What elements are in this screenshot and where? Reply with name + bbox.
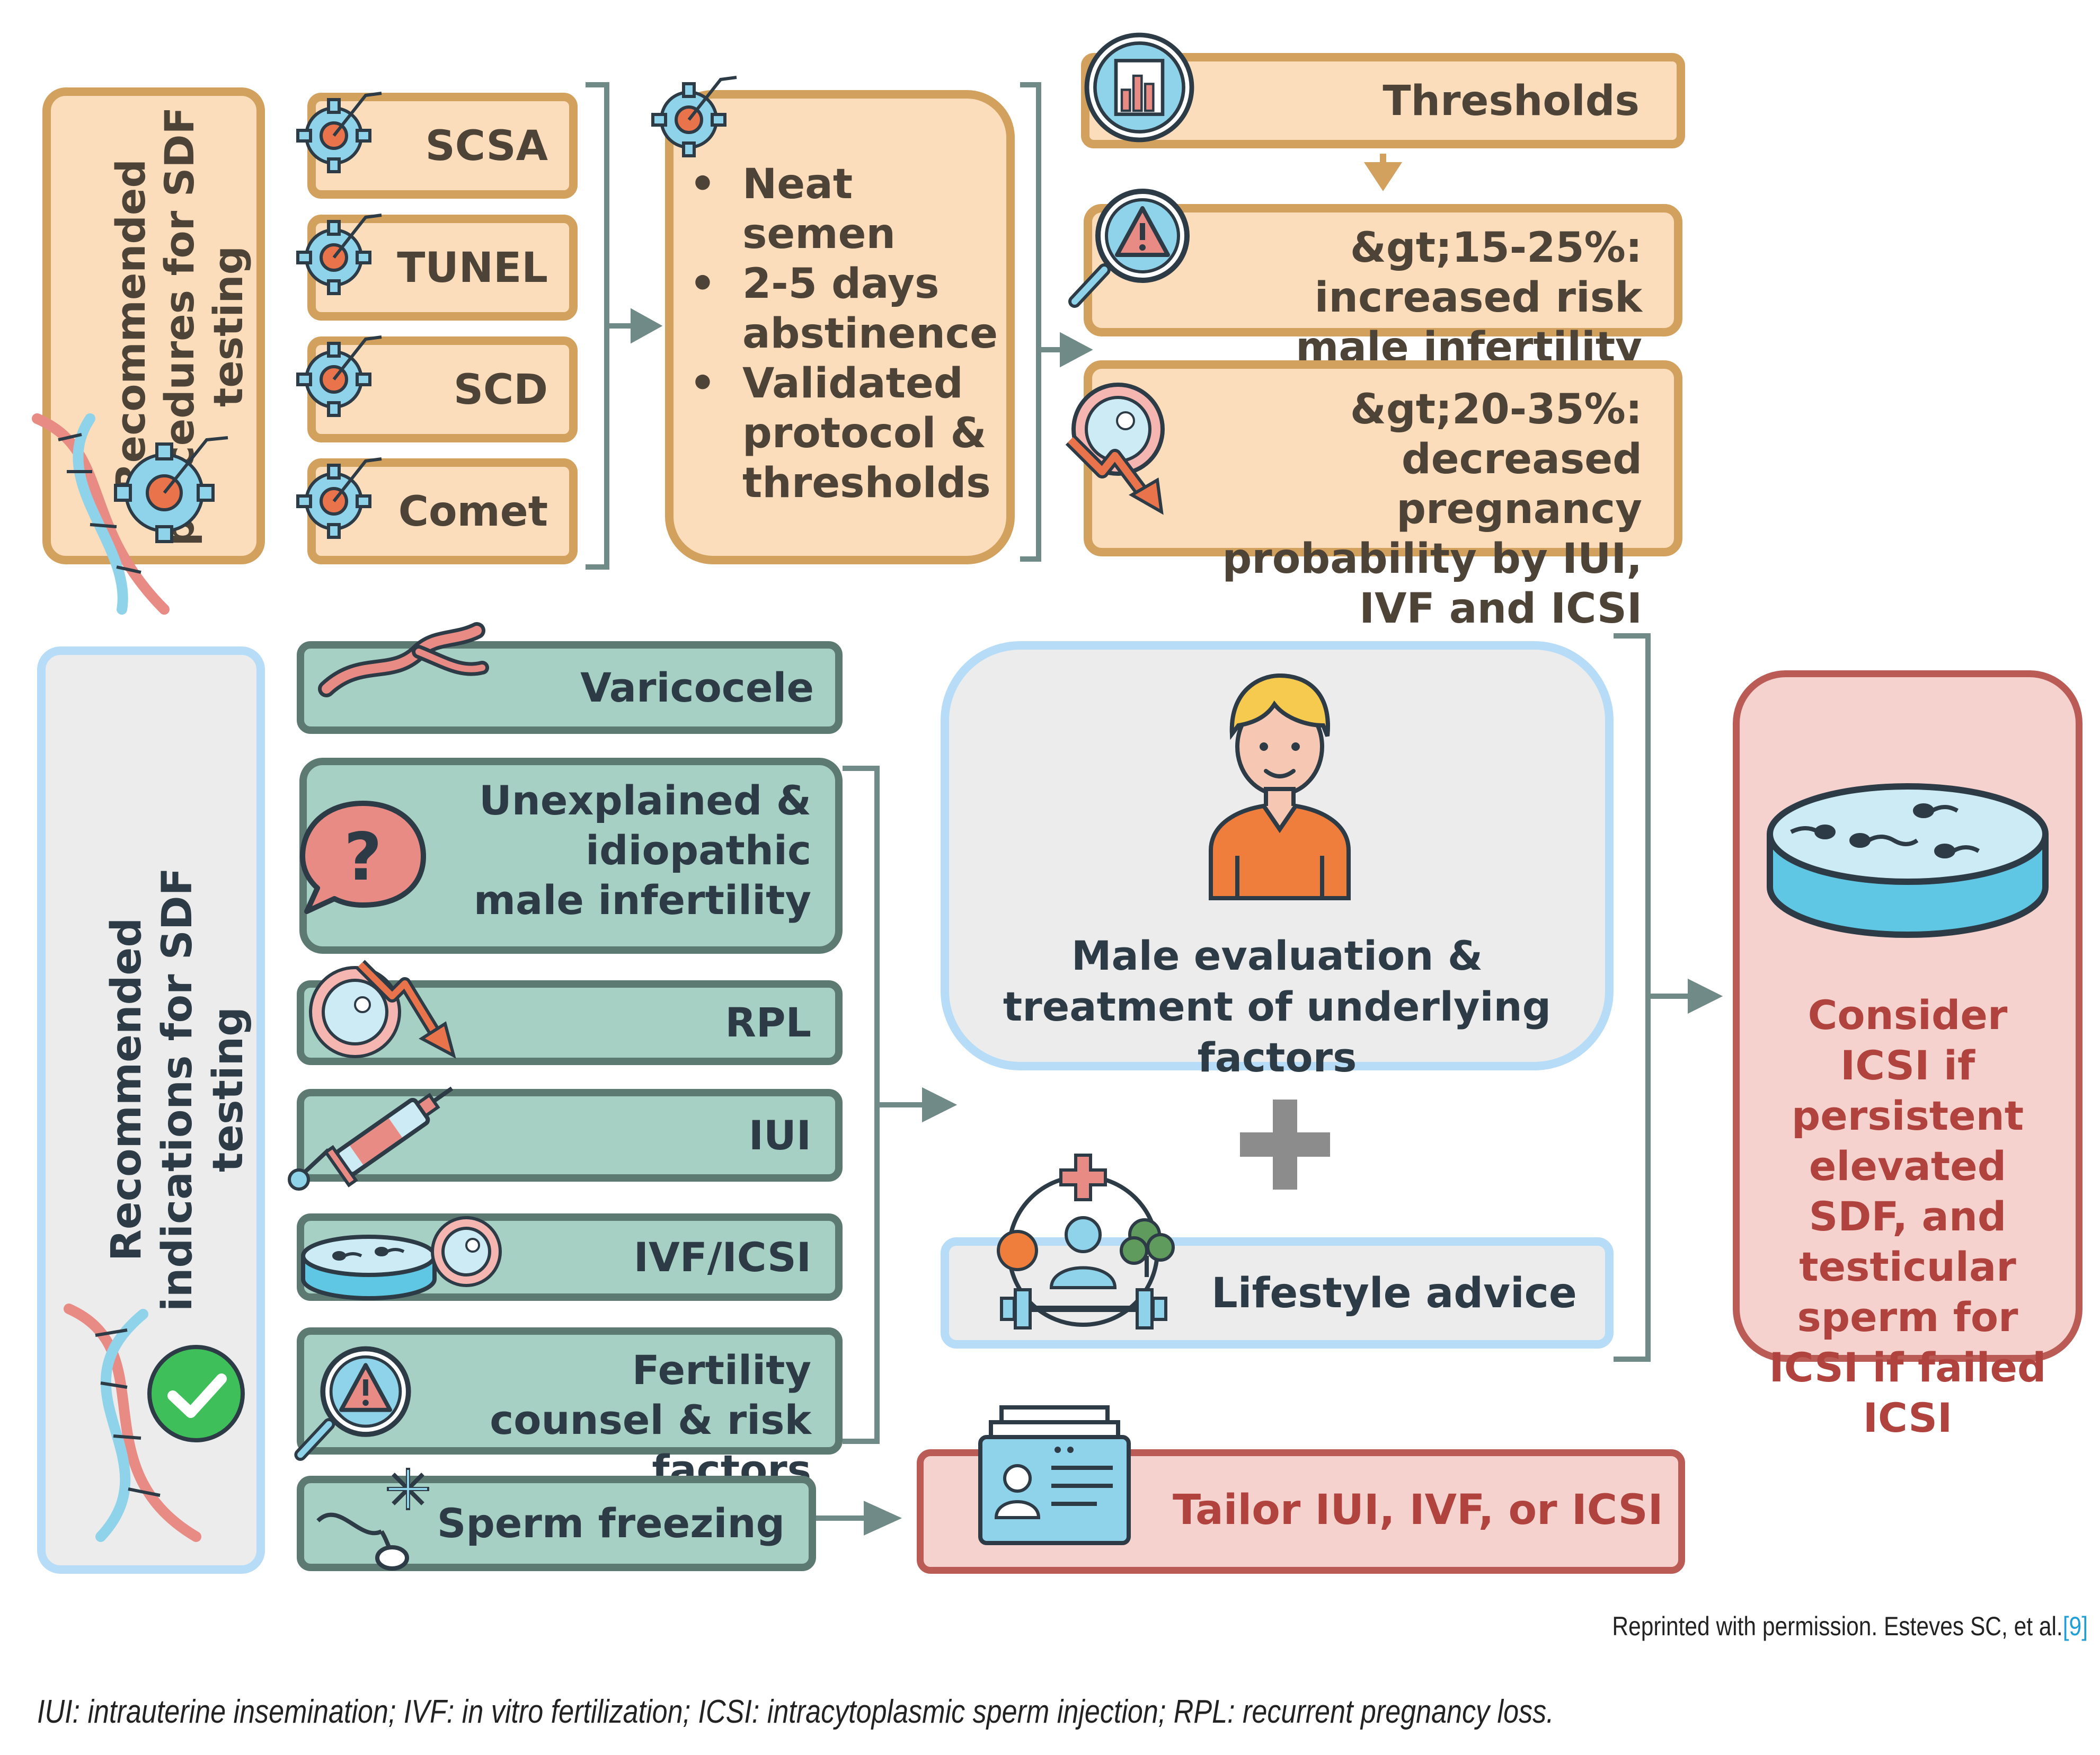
requirement-item: Validated protocol & thresholds	[674, 359, 997, 508]
credit-line: Reprinted with permission. Esteves SC, e…	[1529, 1611, 2088, 1642]
arrow-to-consider-icsi	[1688, 978, 1723, 1014]
gear-icon	[296, 92, 382, 173]
credit-text: Reprinted with permission. Esteves SC, e…	[1612, 1611, 2063, 1641]
gear-icon	[651, 76, 737, 157]
requirements-box: Neat semen 2-5 days abstinence Validated…	[665, 90, 1015, 564]
syringe-icon	[288, 1086, 454, 1191]
petri-dish-icon	[301, 1216, 502, 1300]
warning-magnifier-icon	[1068, 189, 1190, 308]
lifestyle-icon	[997, 1154, 1175, 1329]
frozen-sperm-icon	[316, 1468, 429, 1571]
footnote: IUI: intrauterine insemination; IVF: in …	[37, 1694, 1554, 1730]
dna-check-icon	[64, 1304, 245, 1542]
lifestyle-text: Lifestyle advice	[1211, 1270, 1577, 1317]
indications-bracket	[843, 766, 880, 1444]
indication-unexplained-label: Unexplained & idiopathic male infertilit…	[473, 777, 811, 924]
gear-icon	[296, 457, 382, 539]
requirements-bracket	[1020, 82, 1041, 562]
procedure-comet-label: Comet	[398, 488, 548, 536]
arrow-to-requirements	[631, 308, 663, 344]
pregnancy-box: &gt;20-35%: decreased pregnancy probabil…	[1084, 360, 1682, 633]
indications-title: Recommended indications for SDF testing	[103, 867, 252, 1311]
indications-title-box: Recommended indications for SDF testing	[37, 646, 265, 1574]
indication-varicocele: Varicocele	[297, 641, 843, 734]
indication-ivf-label: IVF/ICSI	[633, 1234, 811, 1281]
id-card-icon	[978, 1405, 1131, 1545]
svg-text:?: ?	[344, 819, 382, 896]
credit-ref-link[interactable]: [9]	[2062, 1611, 2088, 1641]
requirement-item: 2-5 days abstinence	[674, 259, 998, 359]
management-bracket	[1614, 633, 1651, 1362]
gear-icon	[296, 214, 382, 295]
arrow-to-thresholds	[1060, 332, 1093, 368]
consider-icsi-text: Consider ICSI if persistent elevated SDF…	[1769, 991, 2046, 1441]
arrow-to-tailor	[864, 1501, 902, 1536]
indication-rpl-label: RPL	[725, 999, 811, 1046]
arrow-to-management	[922, 1087, 958, 1123]
indication-varicocele-label: Varicocele	[580, 664, 814, 711]
thresholds-title: Thresholds	[1383, 77, 1640, 125]
requirements-list: Neat semen 2-5 days abstinence Validated…	[674, 159, 998, 508]
procedure-tunel-label: TUNEL	[397, 244, 548, 292]
requirement-item: Neat semen	[674, 159, 923, 259]
arrow-thresholds-down	[1363, 162, 1403, 191]
egg-decline-icon	[1065, 383, 1165, 515]
warning-magnifier-icon	[294, 1346, 411, 1461]
petri-dish-icon	[1767, 783, 2049, 938]
pregnancy-text: &gt;20-35%: decreased pregnancy probabil…	[1222, 386, 1642, 633]
male-evaluation-text: Male evaluation & treatment of underlyin…	[1003, 932, 1552, 1081]
plus-icon	[1240, 1100, 1330, 1190]
indication-iui-label: IUI	[748, 1112, 811, 1159]
indication-freezing-label: Sperm freezing	[437, 1500, 785, 1547]
man-avatar-icon	[1209, 673, 1351, 900]
procedures-bracket	[586, 82, 609, 570]
question-bubble-icon: ?	[300, 801, 426, 914]
indication-unexplained: Unexplained & idiopathic male infertilit…	[299, 758, 843, 954]
procedure-scsa-label: SCSA	[425, 122, 548, 170]
vein-icon	[318, 622, 489, 697]
bar-chart-icon	[1084, 32, 1194, 143]
risk-text: &gt;15-25%: increased risk male infertil…	[1296, 224, 1642, 371]
egg-decline-icon	[309, 960, 456, 1059]
dna-gear-icon	[32, 413, 228, 615]
procedure-scd-label: SCD	[453, 366, 548, 414]
tailor-text: Tailor IUI, IVF, or ICSI	[1173, 1486, 1663, 1534]
lifestyle-box: Lifestyle advice	[941, 1237, 1614, 1349]
gear-icon	[296, 335, 382, 417]
